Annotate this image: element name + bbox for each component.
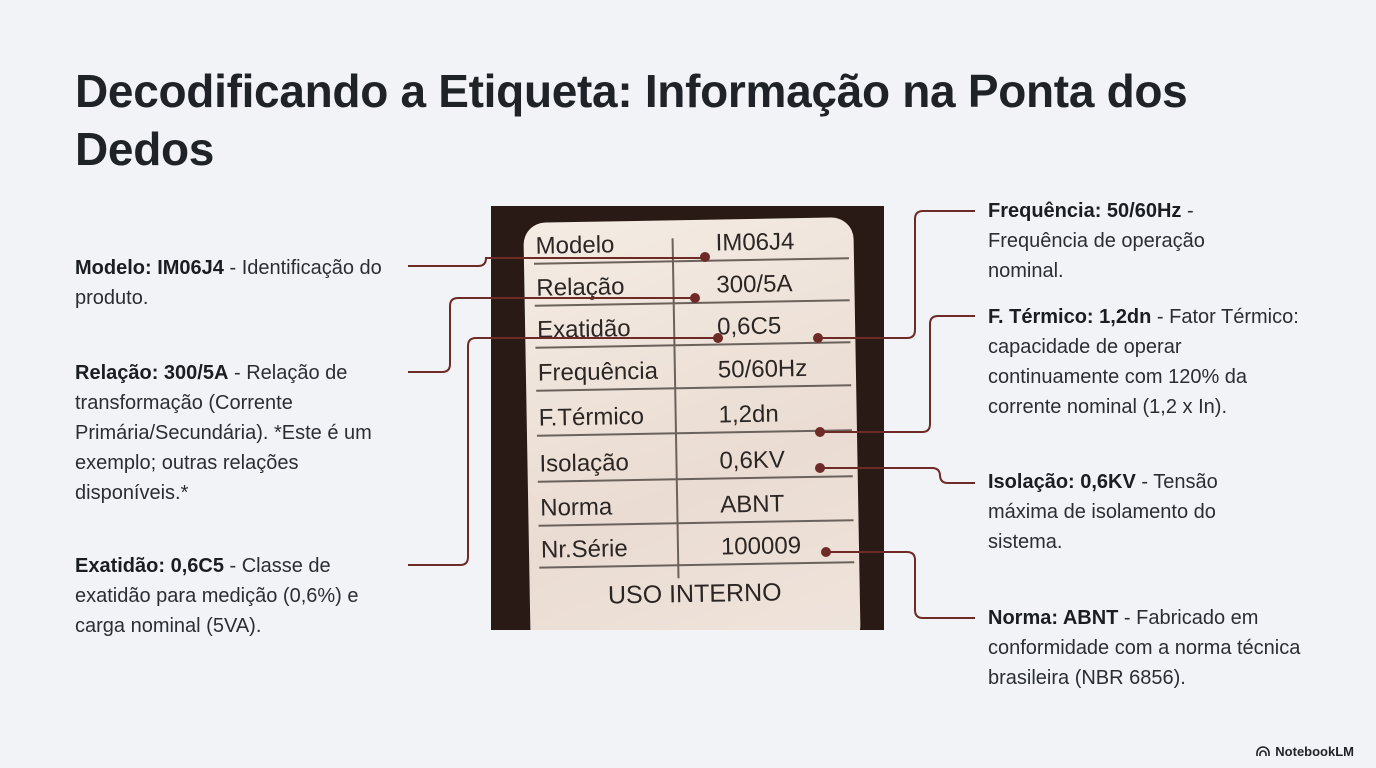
dot-termico xyxy=(815,427,825,437)
note-text: - Tensão máxima de isolamento do sistema… xyxy=(988,471,1218,553)
dot-modelo xyxy=(700,252,710,262)
leader-line-relacao xyxy=(408,297,695,373)
leader-line-termico xyxy=(820,315,975,433)
note-exatidao: Exatidão: 0,6C5 - Classe de exatidão par… xyxy=(75,551,405,641)
page-title: Decodificando a Etiqueta: Informação na … xyxy=(75,65,1188,175)
note-heading: Norma: ABNT xyxy=(988,607,1119,629)
dot-relacao xyxy=(690,293,700,303)
note-isolacao: Isolação: 0,6KV - Tensão máxima de isola… xyxy=(988,467,1278,557)
note-text: - Frequência de operação nominal. xyxy=(988,200,1205,282)
note-text: - Classe de exatidão para medição (0,6%)… xyxy=(75,555,359,637)
dot-isolacao xyxy=(815,463,825,473)
note-frequencia: Frequência: 50/60Hz - Frequência de oper… xyxy=(988,196,1268,286)
leader-line-isolacao xyxy=(820,467,975,484)
leader-line-modelo xyxy=(408,257,705,267)
note-termico: F. Térmico: 1,2dn - Fator Térmico: capac… xyxy=(988,302,1318,422)
note-text: - Fabricado em conformidade com a norma … xyxy=(988,607,1301,689)
note-norma: Norma: ABNT - Fabricado em conformidade … xyxy=(988,603,1308,693)
note-heading: Isolação: 0,6KV xyxy=(988,471,1136,493)
note-relacao: Relação: 300/5A - Relação de transformaç… xyxy=(75,358,395,508)
dot-frequencia xyxy=(813,333,823,343)
note-text: - Fator Térmico: capacidade de operar co… xyxy=(988,306,1299,418)
note-heading: Exatidão: 0,6C5 xyxy=(75,555,224,577)
note-heading: Relação: 300/5A xyxy=(75,362,229,384)
leader-line-norma xyxy=(826,551,975,619)
leader-line-frequencia xyxy=(818,210,975,339)
note-heading: F. Térmico: 1,2dn xyxy=(988,306,1152,328)
brand-name: NotebookLM xyxy=(1275,744,1354,759)
note-text: - Relação de transformação (Corrente Pri… xyxy=(75,362,372,504)
dot-exatidao xyxy=(713,333,723,343)
note-text: - Identificação do produto. xyxy=(75,257,382,309)
notebooklm-logo-icon xyxy=(1256,746,1271,756)
dot-norma xyxy=(821,547,831,557)
note-heading: Frequência: 50/60Hz xyxy=(988,200,1182,222)
brand-watermark: NotebookLM xyxy=(1256,744,1354,759)
note-heading: Modelo: IM06J4 xyxy=(75,257,224,279)
leader-line-exatidao xyxy=(408,337,718,566)
note-modelo: Modelo: IM06J4 - Identificação do produt… xyxy=(75,253,395,313)
